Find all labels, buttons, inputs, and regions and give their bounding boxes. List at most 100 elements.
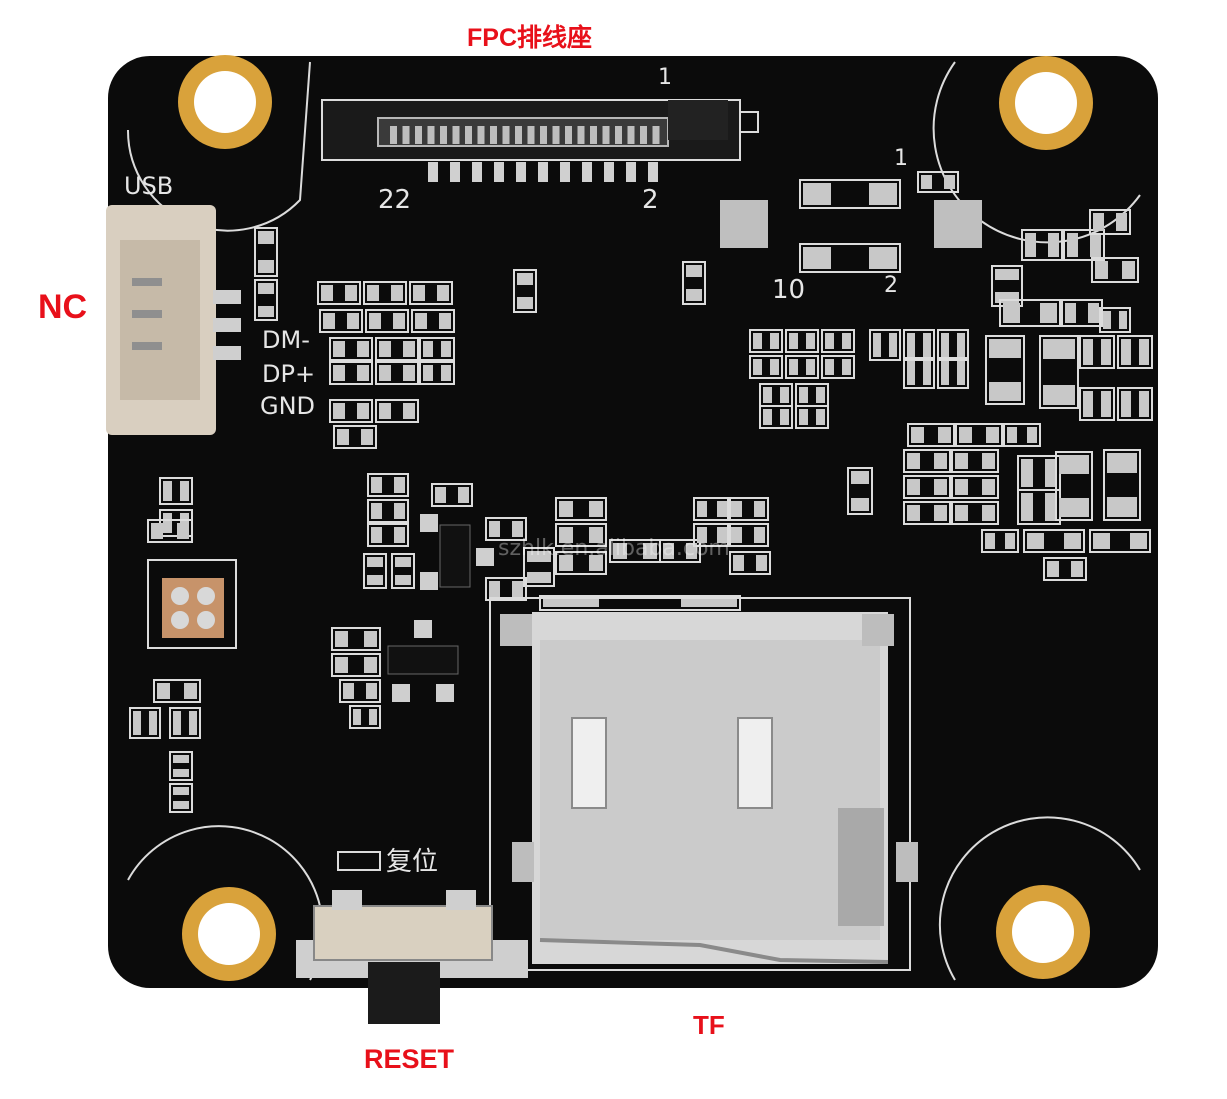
- fpc-pin: [590, 126, 597, 144]
- reset-label: RESET: [364, 1044, 455, 1074]
- fpc-pin: [552, 126, 560, 144]
- smd-footprint: [693, 523, 731, 547]
- fpc-solder-pad: [428, 162, 438, 182]
- smd-footprint: [431, 483, 473, 507]
- smd-footprint: [903, 475, 951, 499]
- smd-footprint: [985, 335, 1025, 405]
- tf-card-slot: [489, 597, 918, 971]
- ic-pin2-text: 2: [884, 273, 898, 298]
- smd-footprint: [159, 477, 193, 505]
- smd-footprint: [799, 179, 901, 209]
- smd-footprint: [329, 361, 373, 385]
- fpc-solder-pad: [538, 162, 548, 182]
- transistor-lower: [387, 620, 459, 702]
- fpc-pin: [427, 126, 435, 144]
- fpc-pin: [490, 126, 497, 144]
- smd-footprint: [153, 679, 201, 703]
- fpc-pin: [540, 126, 547, 144]
- fpc-solder-pad: [472, 162, 482, 182]
- fpc-connector: [321, 99, 759, 182]
- reset-led-footprint: [337, 851, 381, 871]
- fpc-pin: [502, 126, 510, 144]
- fpc-pin: [527, 126, 535, 144]
- smd-footprint: [169, 707, 201, 739]
- smd-footprint: [555, 551, 607, 575]
- smd-footprint: [1043, 557, 1087, 581]
- smd-footprint: [937, 357, 969, 389]
- fpc-solder-pad: [648, 162, 658, 182]
- smd-footprint: [169, 783, 193, 813]
- smd-footprint: [727, 523, 769, 547]
- fpc-pin: [390, 126, 397, 144]
- mounting-hole-bottom-left: [182, 887, 276, 981]
- smd-footprint: [539, 595, 741, 611]
- mounting-hole-bottom-right: [996, 885, 1090, 979]
- smd-footprint: [609, 539, 661, 563]
- nc-label: NC: [38, 288, 88, 326]
- fpc-pin: [615, 126, 622, 144]
- usb-connector: [106, 205, 241, 435]
- smd-footprint: [1103, 449, 1141, 521]
- smd-footprint: [485, 577, 527, 601]
- fpc-pin: [415, 126, 422, 144]
- smd-footprint: [1079, 387, 1115, 421]
- smd-footprint: [917, 171, 959, 193]
- fpc-pin-row: [390, 126, 660, 182]
- fpc-pin: [640, 126, 647, 144]
- smd-footprint: [367, 499, 409, 523]
- smd-footprint: [821, 329, 855, 353]
- reset-switch[interactable]: [296, 890, 528, 1024]
- smd-footprint: [1117, 387, 1153, 421]
- smd-footprint: [759, 405, 793, 429]
- smd-footprint: [319, 309, 363, 333]
- smd-footprint: [1039, 335, 1079, 409]
- smd-footprint: [955, 423, 1003, 447]
- smd-footprint: [1023, 529, 1085, 553]
- smd-footprint: [367, 523, 409, 547]
- fpc-solder-pad: [450, 162, 460, 182]
- smd-footprint: [821, 355, 855, 379]
- smd-footprint: [411, 309, 455, 333]
- fpc-pin: [602, 126, 610, 144]
- smd-footprint: [981, 529, 1019, 553]
- fpc-pin: [652, 126, 660, 144]
- smd-footprint: [367, 473, 409, 497]
- smd-footprint: [419, 337, 455, 361]
- smd-footprint: [365, 309, 409, 333]
- smd-footprint: [785, 355, 819, 379]
- smd-footprint: [1117, 335, 1153, 369]
- reset-cn-silk-text: 复位: [386, 847, 438, 877]
- smd-footprint: [329, 337, 373, 361]
- smd-footprint: [375, 399, 419, 423]
- smd-footprint: [1021, 229, 1063, 261]
- fpc-pin: [465, 126, 472, 144]
- smd-footprint: [951, 449, 999, 473]
- fpc-connector-label: FPC排线座: [467, 24, 593, 52]
- smd-footprint: [903, 329, 935, 361]
- smd-footprint: [659, 539, 701, 563]
- smd-footprint: [485, 517, 527, 541]
- fpc-pin1-text: 1: [658, 65, 672, 90]
- fpc-solder-pad: [604, 162, 614, 182]
- watermark-text: szhlk.en.alibaba.com: [498, 536, 730, 561]
- smd-footprint: [785, 329, 819, 353]
- transistor-upper: [420, 514, 494, 590]
- smd-footprint: [331, 627, 381, 651]
- smd-footprint: [513, 269, 537, 313]
- smd-footprint: [317, 281, 361, 305]
- ic-pin10-text: 10: [772, 275, 805, 305]
- tf-label: TF: [693, 1010, 725, 1040]
- ic-footprint-top-right: [720, 200, 982, 248]
- fpc-pin: [565, 126, 572, 144]
- smd-footprint: [254, 279, 278, 321]
- fpc-pin: [402, 126, 410, 144]
- smd-footprint: [147, 519, 193, 543]
- smd-footprint: [727, 497, 769, 521]
- smd-footprint: [795, 405, 829, 429]
- mounting-hole-top-right: [999, 56, 1093, 150]
- ic-pin1-text: 1: [894, 146, 908, 171]
- smd-footprint: [555, 523, 607, 547]
- smd-footprint: [254, 227, 278, 277]
- smd-footprint: [1079, 335, 1115, 369]
